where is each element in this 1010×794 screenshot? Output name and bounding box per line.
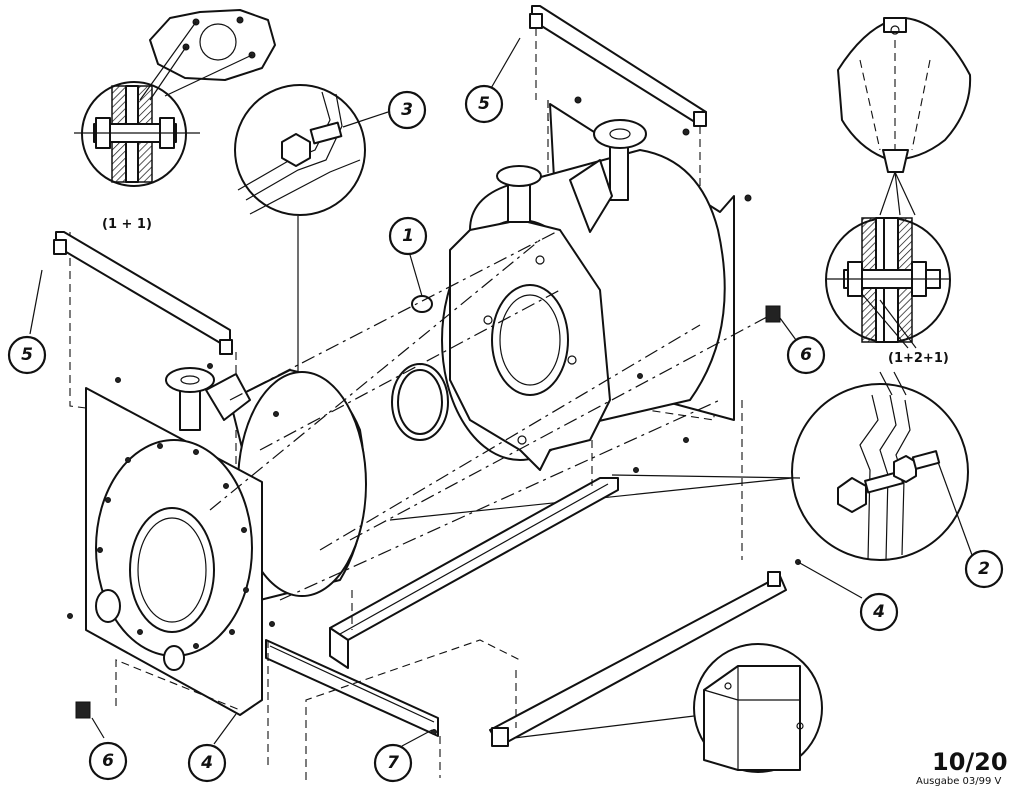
svg-text:7: 7 — [387, 753, 399, 773]
callout-6-right: 6 — [786, 335, 826, 375]
svg-text:4: 4 — [872, 602, 885, 622]
springs — [75, 305, 797, 739]
detail-bolt-nut — [234, 84, 389, 372]
callout-3: 3 — [387, 90, 427, 130]
callout-1: 1 — [388, 216, 428, 256]
callout-5-right: 5 — [464, 84, 504, 124]
stamp-date: 10/2015 — [932, 748, 1010, 776]
spring-icon — [765, 305, 797, 341]
assembly-centerlines — [209, 229, 781, 601]
svg-text:2: 2 — [978, 559, 990, 579]
callout-leaders — [29, 37, 863, 747]
callout-6-left: 6 — [88, 741, 128, 781]
callout-4-left: 4 — [187, 743, 227, 783]
detail-bolt-double-gasket: (1+2+1) — [825, 17, 972, 396]
callout-7: 7 — [373, 743, 413, 783]
stamp-edition: Ausgabe 03/99 V — [916, 776, 1002, 787]
rear-boiler-section — [441, 5, 752, 471]
spring-icon — [75, 701, 105, 739]
detail-rail-profile — [513, 643, 823, 773]
gasket-label-single: (1 + 1) — [102, 217, 152, 232]
gasket-rings — [391, 247, 449, 441]
detail-bolt-single-gasket: (1 + 1) — [74, 9, 276, 232]
svg-text:4: 4 — [200, 753, 213, 773]
svg-text:1: 1 — [402, 226, 414, 246]
revision-stamp: 10/2015 Ausgabe 03/99 V — [916, 748, 1010, 787]
gasket-label-double: (1+2+1) — [888, 351, 949, 366]
callout-5-left: 5 — [7, 335, 47, 375]
svg-text:5: 5 — [478, 94, 490, 114]
base-rails — [115, 400, 801, 780]
front-boiler-section — [53, 231, 367, 716]
callout-2: 2 — [964, 549, 1004, 589]
callout-4-right: 4 — [859, 592, 899, 632]
svg-text:6: 6 — [800, 345, 812, 365]
svg-text:3: 3 — [401, 100, 413, 120]
svg-text:5: 5 — [21, 345, 33, 365]
svg-text:6: 6 — [102, 751, 114, 771]
